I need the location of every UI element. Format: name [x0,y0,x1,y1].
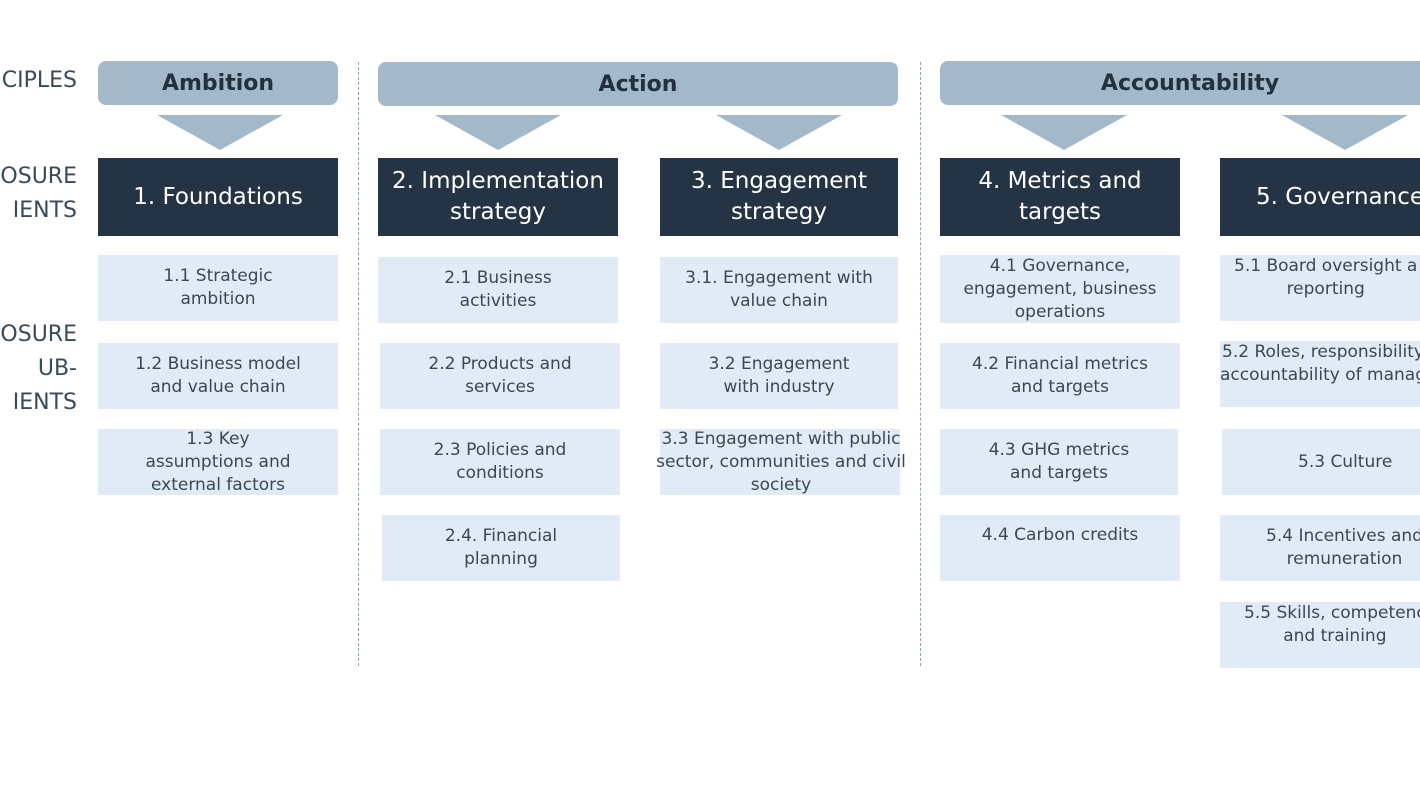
sub-element-3-2: 3.2 Engagement with industry [660,343,898,409]
arrow-down-implementation [435,115,561,150]
arrow-down-governance [1282,115,1408,150]
principle-accountability: Accountability [940,61,1420,105]
sub-element-5-5: 5.5 Skills, competenc and training [1220,602,1420,668]
sub-element-2-3: 2.3 Policies and conditions [380,429,620,495]
sub-element-3-3: 3.3 Engagement with public sector, commu… [656,429,906,495]
element-implementation-strategy: 2. Implementation strategy [378,158,618,236]
element-foundations: 1. Foundations [98,158,338,236]
sub-element-4-4: 4.4 Carbon credits [940,515,1180,581]
row-label-elements: OSURE IENTS [0,164,77,223]
sub-element-4-1: 4.1 Governance, engagement, business ope… [940,255,1180,323]
principle-action: Action [378,62,898,106]
arrow-down-foundations [157,115,283,150]
divider-action-accountability [920,62,921,666]
sub-element-1-1: 1.1 Strategic ambition [98,255,338,321]
element-engagement-strategy: 3. Engagement strategy [660,158,898,236]
sub-element-5-2: 5.2 Roles, responsibility accountability… [1220,342,1420,385]
sub-element-2-2: 2.2 Products and services [380,343,620,409]
sub-element-5-1: 5.1 Board oversight a reporting [1220,255,1420,321]
element-metrics-and-targets: 4. Metrics and targets [940,158,1180,236]
sub-element-5-3: 5.3 Culture [1222,429,1420,495]
arrow-down-metrics [1001,115,1127,150]
row-label-sub-elements: OSURE UB- IENTS [0,322,77,415]
sub-element-4-2: 4.2 Financial metrics and targets [940,343,1180,409]
arrow-down-engagement [716,115,842,150]
principle-ambition: Ambition [98,61,338,105]
sub-element-3-1: 3.1. Engagement with value chain [660,257,898,323]
sub-element-1-2: 1.2 Business model and value chain [98,343,338,409]
sub-element-2-4: 2.4. Financial planning [382,515,620,581]
element-governance: 5. Governance [1220,158,1420,236]
sub-element-2-1: 2.1 Business activities [378,257,618,323]
sub-element-5-4: 5.4 Incentives and remuneration [1220,515,1420,581]
divider-ambition-action [358,62,359,666]
sub-element-1-3: 1.3 Key assumptions and external factors [98,429,338,495]
sub-element-4-3: 4.3 GHG metrics and targets [940,429,1178,495]
row-label-principles: CIPLES [1,68,77,93]
